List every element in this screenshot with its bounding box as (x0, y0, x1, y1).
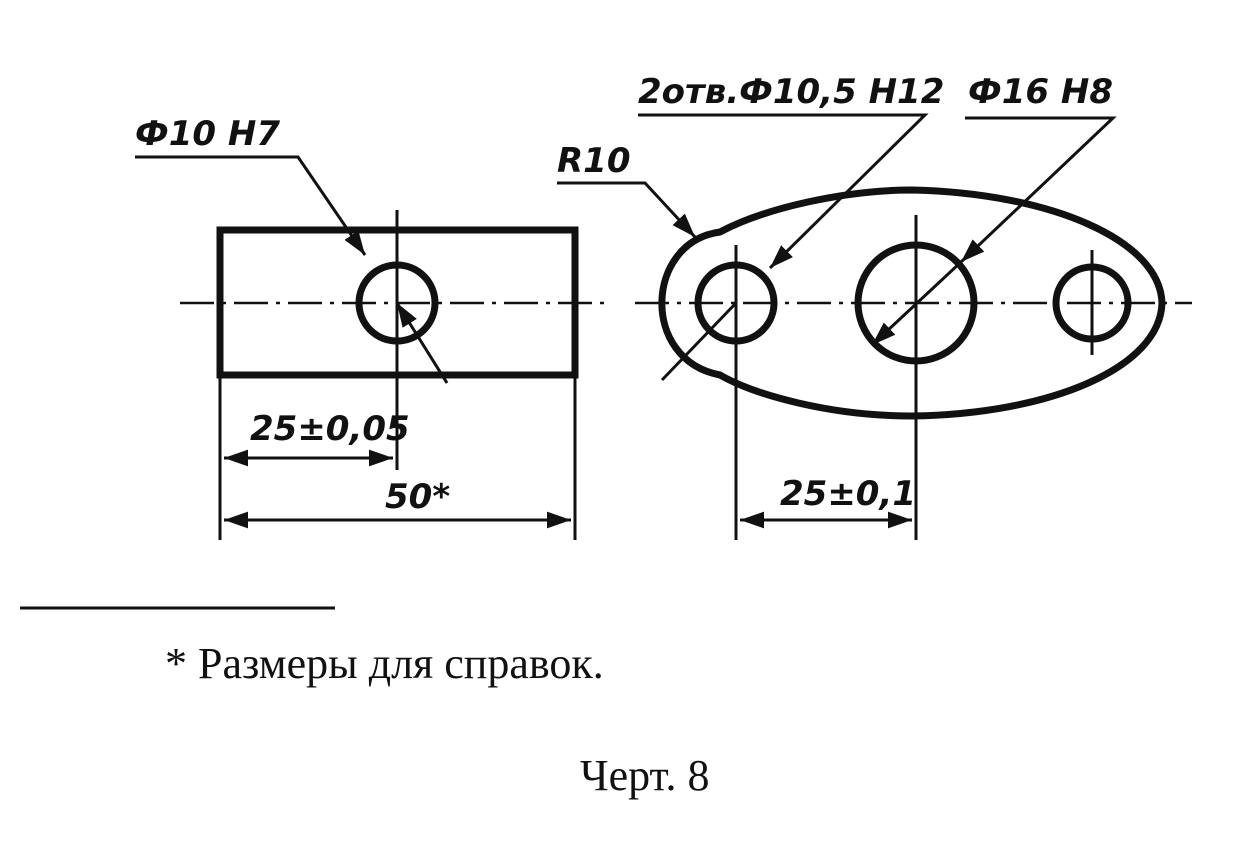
footnote-text: * Размеры для справок. (165, 639, 604, 688)
right-body-outline (658, 186, 1166, 420)
label-hole-left: Ф10 Н7 (135, 114, 280, 154)
left-view (135, 155, 605, 540)
label-holes-two: 2отв.Ф10,5 Н12 (638, 72, 944, 112)
left-hole-diameter-line (395, 302, 449, 384)
figure-caption: Черт. 8 (580, 751, 709, 800)
leader-hole-center (959, 116, 1117, 264)
radius-line (660, 301, 738, 382)
leader-hole-left (135, 155, 367, 256)
label-dim-50: 50* (385, 477, 450, 517)
label-hole-center: Ф16 Н8 (968, 72, 1113, 112)
right-view (557, 113, 1192, 540)
center-hole-diameter-line (870, 260, 963, 347)
label-dim-25-right: 25±0,1 (780, 474, 916, 514)
leader-radius (557, 181, 697, 239)
label-radius: R10 (557, 141, 631, 181)
label-dim-25-left: 25±0,05 (250, 409, 410, 449)
leader-holes-two (638, 113, 929, 270)
